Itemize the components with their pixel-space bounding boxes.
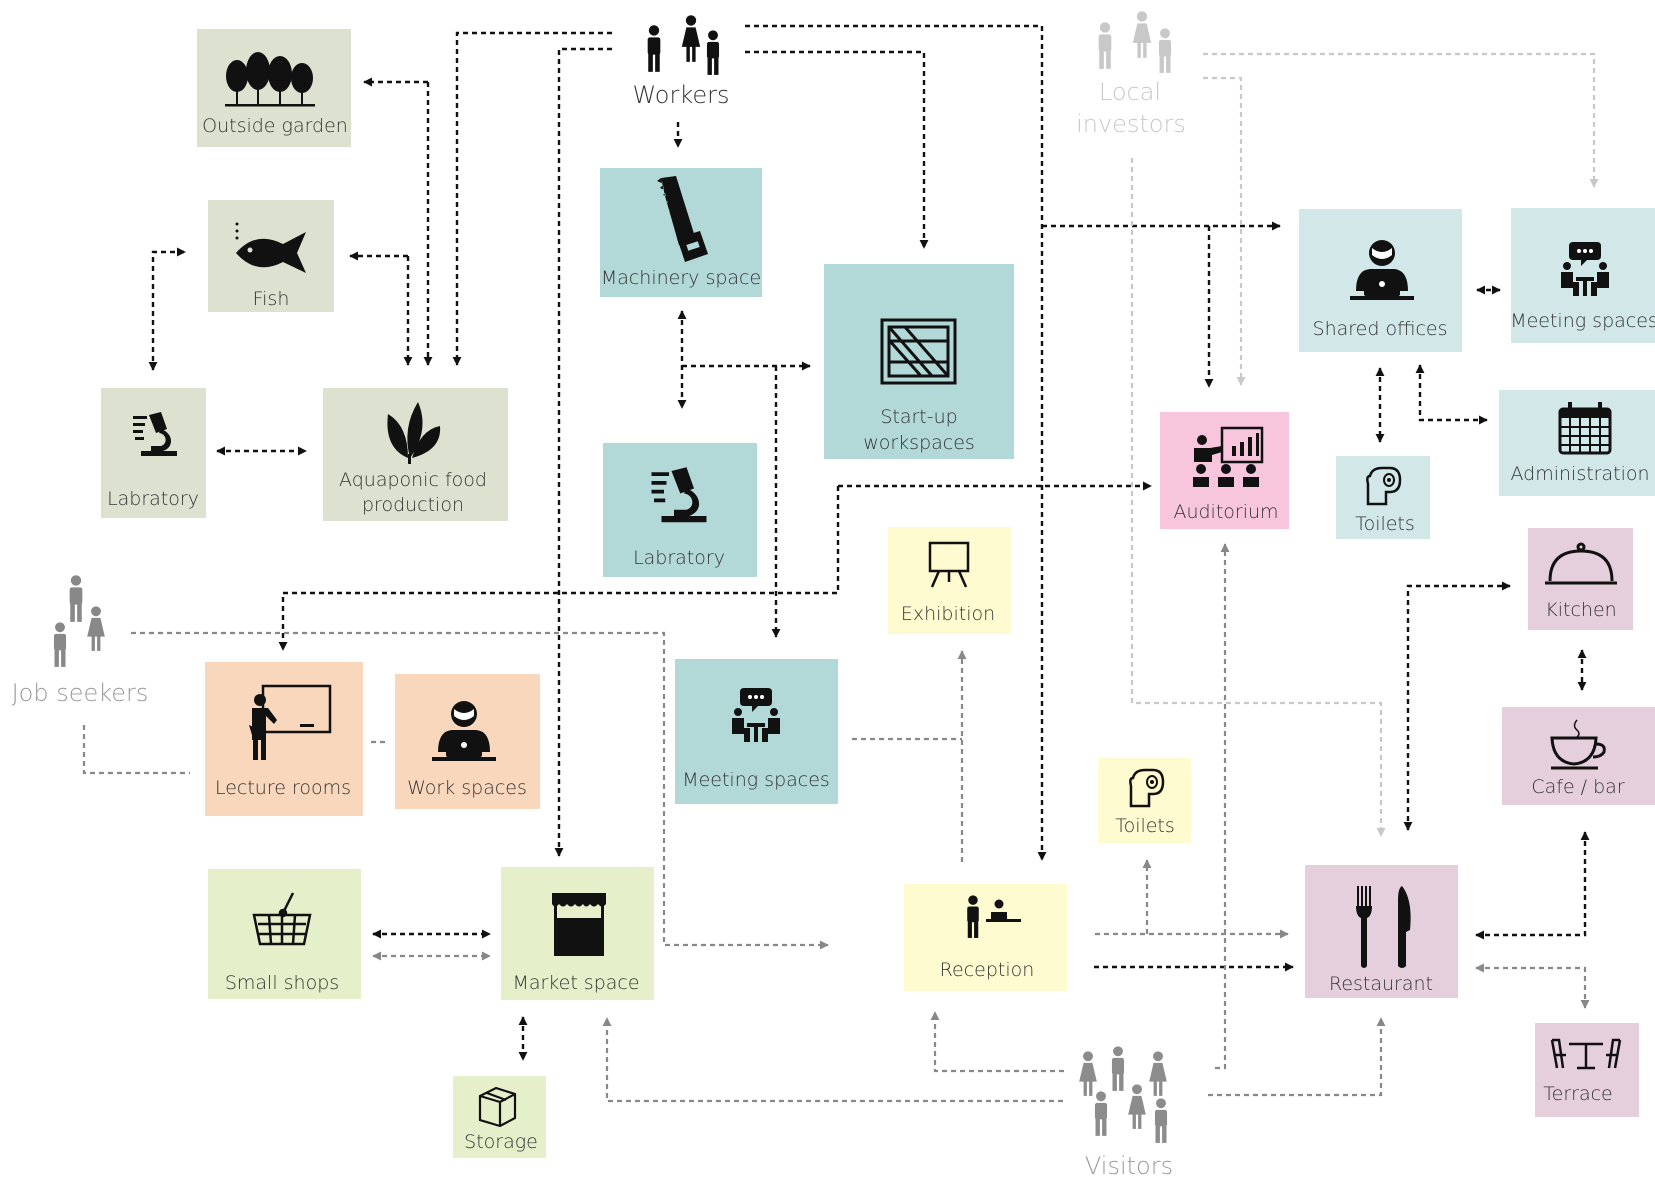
node-outside-garden[interactable]: Outside garden: [197, 29, 351, 147]
auditorium-label: Auditorium: [1173, 501, 1278, 523]
node-work-spaces[interactable]: Work spaces: [395, 674, 540, 809]
box-icon: [478, 1086, 517, 1128]
workers-connectors: [148, 24, 1590, 1061]
toilets-top-label: Toilets: [1355, 513, 1415, 535]
saw-icon: [657, 176, 708, 262]
node-storage[interactable]: Storage: [453, 1076, 546, 1158]
shared-offices-label: Shared offices: [1313, 318, 1448, 340]
node-laboratory-center[interactable]: Labratory: [603, 443, 757, 577]
node-small-shops[interactable]: Small shops: [208, 869, 361, 999]
node-toilets-bottom[interactable]: Toilets: [1098, 758, 1191, 843]
fish-icon: [235, 222, 306, 273]
cloche-icon: [1545, 542, 1617, 585]
cafe-label: Cafe / bar: [1531, 776, 1624, 798]
node-shared-offices[interactable]: Shared offices: [1299, 209, 1462, 352]
table-chairs-icon: [1550, 1038, 1622, 1070]
investors-label-line2: investors: [1076, 110, 1186, 138]
workers-label: Workers: [632, 81, 729, 109]
lecture-rooms-label: Lecture rooms: [215, 777, 351, 799]
node-aquaponic-food-production[interactable]: Aquaponic food production: [323, 388, 508, 521]
actor-local-investors[interactable]: Local investors: [1076, 11, 1186, 138]
box-toilets-bottom: [1098, 758, 1191, 843]
box-toilets-top: [1336, 456, 1430, 539]
investors-label-line1: Local: [1099, 78, 1161, 106]
actor-workers[interactable]: Workers: [632, 15, 730, 109]
meeting-right-label: Meeting spaces: [1510, 310, 1655, 332]
box-cafe: [1502, 707, 1655, 805]
box-lecture-rooms: [205, 662, 363, 816]
market-space-label: Market space: [512, 972, 639, 994]
work-spaces-label: Work spaces: [407, 777, 527, 799]
presentation-icon: [1193, 426, 1264, 487]
laboratory-left-label: Labratory: [107, 488, 199, 510]
meeting-center-label: Meeting spaces: [682, 769, 830, 791]
kitchen-label: Kitchen: [1545, 599, 1616, 621]
trees-icon: [225, 52, 315, 107]
people-icon: [1098, 11, 1172, 73]
laboratory-center-label: Labratory: [633, 547, 725, 569]
teacher-board-icon: [249, 684, 332, 760]
people-icon: [53, 575, 105, 667]
node-toilets-top[interactable]: Toilets: [1336, 456, 1430, 539]
market-stall-icon: [552, 893, 606, 956]
node-exhibition[interactable]: Exhibition: [888, 527, 1011, 634]
fish-label: Fish: [253, 288, 290, 310]
machinery-label: Machinery space: [601, 267, 761, 289]
node-startup-workspaces[interactable]: Start-up workspaces: [824, 264, 1014, 459]
actor-job-seekers[interactable]: Job seekers: [12, 575, 149, 707]
toilets-bottom-label: Toilets: [1115, 815, 1175, 837]
node-kitchen[interactable]: Kitchen: [1528, 528, 1633, 630]
box-meeting-right: [1511, 208, 1655, 343]
calendar-icon: [1558, 402, 1612, 455]
terrace-label: Terrace: [1543, 1083, 1612, 1105]
node-fish[interactable]: Fish: [208, 200, 334, 312]
box-reception: [904, 884, 1067, 991]
leaves-icon: [387, 402, 441, 464]
storage-label: Storage: [464, 1131, 538, 1153]
node-cafe-bar[interactable]: Cafe / bar: [1502, 707, 1655, 805]
aquaponic-label-line2: production: [362, 494, 464, 516]
fork-knife-icon: [1356, 886, 1411, 968]
reception-desk-icon: [967, 895, 1021, 938]
node-restaurant[interactable]: Restaurant: [1305, 865, 1458, 998]
outside-garden-label: Outside garden: [202, 115, 348, 137]
easel-icon: [928, 541, 970, 588]
small-shops-label: Small shops: [225, 972, 339, 994]
job-seekers-label: Job seekers: [12, 679, 149, 707]
coffee-cup-icon: [1550, 719, 1606, 770]
visitors-label: Visitors: [1085, 1152, 1173, 1179]
box-restaurant: [1305, 865, 1458, 998]
node-lecture-rooms[interactable]: Lecture rooms: [205, 662, 363, 816]
node-machinery-space[interactable]: Machinery space: [600, 168, 762, 297]
node-auditorium[interactable]: Auditorium: [1160, 412, 1289, 529]
node-meeting-spaces-center[interactable]: Meeting spaces: [675, 659, 838, 804]
node-administration[interactable]: Administration: [1499, 390, 1655, 496]
box-terrace: [1535, 1023, 1639, 1117]
people-icon: [647, 15, 720, 75]
node-meeting-spaces-right[interactable]: Meeting spaces: [1510, 208, 1655, 343]
exhibition-label: Exhibition: [901, 603, 995, 625]
node-terrace[interactable]: Terrace: [1535, 1023, 1639, 1117]
node-reception[interactable]: Reception: [904, 884, 1067, 991]
node-market-space[interactable]: Market space: [501, 867, 654, 1000]
aquaponic-label-line1: Aquaponic food: [339, 469, 487, 491]
reception-label: Reception: [940, 959, 1035, 981]
visitors-connectors: [82, 543, 1590, 1103]
administration-label: Administration: [1510, 463, 1649, 485]
investors-connectors: [1130, 52, 1599, 837]
startup-label-line2: workspaces: [863, 432, 975, 454]
basket-icon: [252, 892, 312, 946]
crate-icon: [880, 318, 957, 385]
actor-visitors[interactable]: Visitors: [1079, 1046, 1173, 1179]
restaurant-label: Restaurant: [1329, 973, 1433, 995]
startup-label-line1: Start-up: [880, 406, 957, 428]
node-laboratory-left[interactable]: Labratory: [101, 388, 206, 518]
people-icon: [1079, 1046, 1168, 1143]
